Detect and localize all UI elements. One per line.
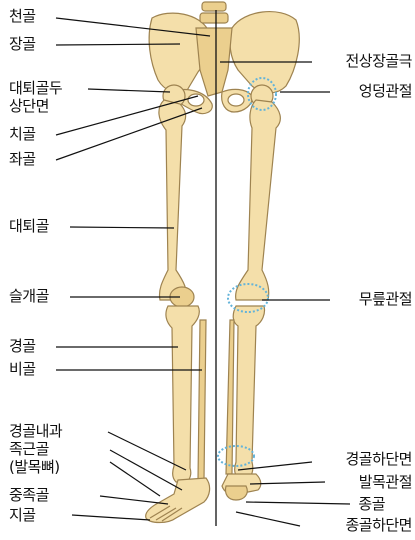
left-foot xyxy=(146,478,210,523)
label-ankle-joint: 발목관절 xyxy=(359,474,412,491)
label-tarsal-bones: 족근골 xyxy=(9,441,49,458)
left-femur xyxy=(159,100,187,300)
label-femoral-head-top: 대퇴골두 xyxy=(9,80,62,97)
left-leg xyxy=(146,85,210,523)
label-tibia-distal-surface: 경골하단면 xyxy=(345,451,412,468)
label-patella: 슬개골 xyxy=(9,288,49,305)
label-calcaneus-surface: 종골하단면 xyxy=(345,517,412,534)
label-femoral-head-surface: 상단면 xyxy=(9,98,49,115)
label-fibula: 비골 xyxy=(9,361,36,378)
left-fibula xyxy=(198,320,206,480)
label-phalanges: 지골 xyxy=(9,507,36,524)
right-calcaneus xyxy=(225,486,247,500)
label-tibia: 경골 xyxy=(9,338,36,355)
label-tarsal-bones-alt: (발목뼈) xyxy=(9,459,60,476)
label-ilium: 장골 xyxy=(9,36,36,53)
label-asis: 전상장골극 xyxy=(345,53,412,70)
label-sacrum: 천골 xyxy=(9,8,36,25)
label-pubis: 치골 xyxy=(9,126,36,143)
label-metatarsals: 중족골 xyxy=(9,487,49,504)
left-tibia xyxy=(166,306,199,482)
label-medial-malleolus: 경골내과 xyxy=(9,423,62,440)
label-knee-joint: 무릎관절 xyxy=(359,291,412,308)
right-femur xyxy=(236,100,281,300)
label-hip-joint: 엉덩관절 xyxy=(359,83,412,100)
right-tibia xyxy=(233,306,264,478)
label-femur: 대퇴골 xyxy=(9,218,49,235)
label-ischium: 좌골 xyxy=(9,151,36,168)
right-leg xyxy=(222,85,280,500)
label-calcaneus: 종골 xyxy=(358,496,385,513)
